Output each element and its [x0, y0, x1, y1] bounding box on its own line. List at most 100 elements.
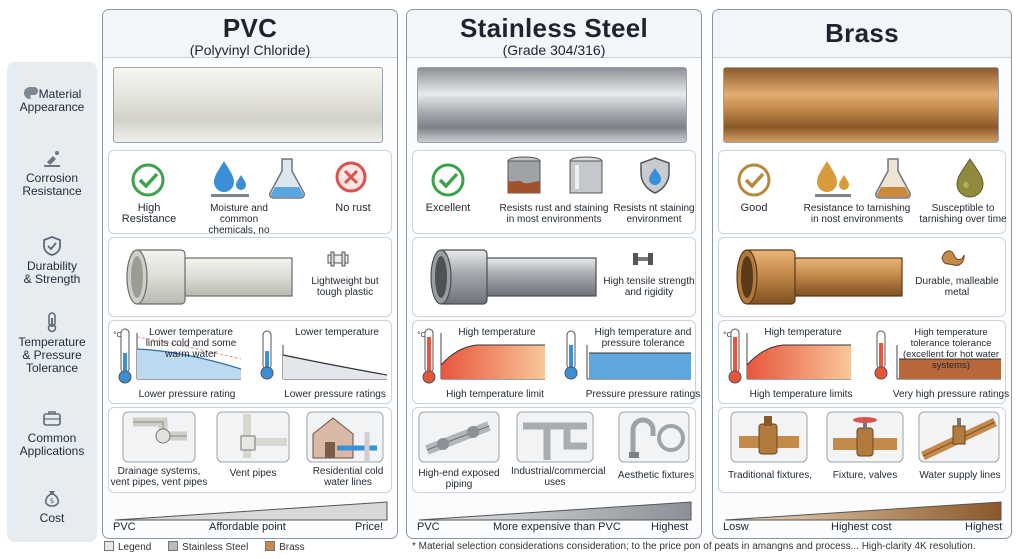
temperature-chart-2	[564, 330, 691, 380]
durability-panel: High tensile strength and rigidity	[412, 237, 696, 317]
durability-caption: Durable, malleable metal	[915, 276, 999, 298]
legend-item-pvc: Legend	[104, 541, 152, 553]
column-subtitle: (Grade 304/316)	[502, 42, 606, 58]
cost-wedge	[418, 501, 692, 521]
temperature-panel: °C Lower temperature limits cold and som…	[108, 320, 392, 404]
temp-chart-1-title: High temperature	[458, 327, 536, 338]
steel-appearance-swatch	[417, 67, 687, 143]
column-title: PVC	[222, 13, 278, 43]
svg-text:$: $	[50, 497, 54, 505]
applications-panel: Traditional fixtures, Fixture, valves Wa…	[718, 407, 1006, 493]
temp-chart-1-caption: High temperature limit	[446, 389, 544, 400]
shield-icon	[43, 236, 61, 256]
corrosion-caption-2: Resists rust and staining in most enviro…	[499, 203, 609, 225]
applications-panel: High-end exposed piping Industrial/comme…	[412, 407, 696, 493]
brass-appearance-swatch	[723, 67, 999, 143]
pvc-pipe-illustration	[126, 249, 293, 305]
pvc-swatch	[104, 541, 114, 551]
corrosion-panel: Good Resistance to tarnishing in nost en…	[718, 150, 1007, 234]
column-header: Stainless Steel (Grade 304/316)	[407, 10, 701, 58]
temp-chart-1-caption: High temperature limits	[749, 389, 853, 400]
cost-right-label: Highest	[965, 521, 1003, 533]
temp-chart-1-title: Lower temperature limits cold and some w…	[145, 327, 237, 360]
legend-item-brass: Brass	[265, 541, 305, 553]
temp-chart-1-caption: Lower pressure rating	[138, 389, 236, 400]
footnote: * Material selection considerations cons…	[412, 541, 976, 552]
vent-pipe-icon	[216, 411, 290, 463]
applications-panel: Drainage systems, vent pipes, vent pipes…	[108, 407, 392, 493]
column-title: Brass	[825, 18, 899, 48]
amber-drops-icon	[815, 161, 851, 197]
column-brass: Brass Good Resistance to tarnishing in n…	[712, 9, 1012, 539]
brass-pipe-illustration	[736, 249, 903, 305]
cost-right-label: Highest	[651, 521, 689, 533]
valve-icon	[826, 411, 904, 463]
temperature-panel: °C High temperature High temperature lim…	[412, 320, 700, 404]
temp-chart-2-caption: Lower pressure ratings	[284, 389, 386, 400]
row-label-corrosion: Corrosion Resistance	[7, 148, 97, 198]
temp-chart-2-title: Lower temperature	[295, 327, 379, 338]
application-caption-2: Vent pipes	[229, 468, 277, 479]
row-label-appearance: Material Appearance	[19, 87, 85, 114]
house-plumbing-icon	[306, 411, 384, 463]
check-circle-icon	[131, 163, 165, 197]
steel-swatch	[168, 541, 179, 551]
application-caption-3: Aesthetic fixtures	[617, 470, 695, 481]
shield-drop-icon	[640, 157, 670, 194]
corrosion-panel: Excellent Resists rust and staining in m…	[412, 150, 696, 234]
corrosion-caption-2: Resistance to tarnishing in nost environ…	[803, 203, 911, 225]
thermometer-icon	[47, 312, 57, 333]
check-circle-icon	[431, 163, 465, 197]
temp-chart-2-caption: Pressure pressure ratings	[585, 389, 701, 400]
water-supply-pipe-icon	[918, 411, 1000, 463]
durability-panel: Durable, malleable metal	[718, 237, 1006, 317]
corrosion-caption-1: Excellent	[425, 202, 471, 214]
drops-icon	[44, 151, 60, 167]
cost-wedge	[114, 501, 388, 521]
row-label-cost: $ Cost	[7, 488, 97, 525]
column-stainless-steel: Stainless Steel (Grade 304/316) Excellen…	[406, 9, 702, 539]
palette-icon	[23, 87, 38, 99]
temperature-chart-1: °C	[113, 328, 242, 384]
svg-text:°C: °C	[723, 331, 732, 339]
legend-label: Legend	[118, 542, 152, 553]
malleable-metal-icon	[941, 250, 965, 266]
column-pvc: PVC (Polyvinyl Chloride) High Resistance…	[102, 9, 398, 539]
temperature-chart-2	[874, 330, 1001, 380]
svg-text:°C: °C	[417, 331, 426, 339]
column-header: PVC (Polyvinyl Chloride)	[103, 10, 397, 58]
application-caption-1: High-end exposed piping	[418, 468, 500, 490]
cost-mid-label: Highest cost	[831, 521, 892, 533]
briefcase-icon	[43, 411, 61, 426]
temperature-chart-1: °C	[417, 328, 545, 384]
pvc-appearance-swatch	[113, 67, 383, 143]
money-bag-icon: $	[44, 491, 60, 507]
durability-panel: Lightweight but tough plastic	[108, 237, 392, 317]
dumbbell-icon	[633, 253, 653, 265]
industrial-piping-icon	[516, 411, 594, 463]
cost-left-label: PVC	[417, 521, 440, 533]
corrosion-caption-1: Good	[740, 202, 768, 214]
rusty-cylinder-icon	[507, 156, 541, 194]
svg-text:°C: °C	[113, 331, 122, 339]
column-title: Stainless Steel	[459, 13, 649, 43]
corrosion-caption-3: Susceptible to tarnishing over time	[919, 203, 1007, 225]
legend-label: Stainless Steel	[182, 542, 249, 553]
row-label-temperature: Temperature & Pressure Tolerance	[7, 312, 97, 375]
brass-swatch	[265, 541, 276, 551]
temperature-chart-1: °C	[723, 328, 851, 384]
brass-fittings-icon	[730, 411, 808, 463]
drainage-pipe-icon	[122, 411, 196, 463]
exposed-piping-icon	[418, 411, 500, 463]
cost-mid-label: Affordable point	[209, 521, 286, 533]
application-caption-1: Drainage systems, vent pipes, vent pipes	[110, 466, 208, 488]
durability-caption: Lightweight but tough plastic	[311, 276, 379, 298]
temperature-panel: °C High temperature High temperature lim…	[718, 320, 1009, 404]
clean-cylinder-icon	[569, 156, 603, 194]
application-caption-1: Traditional fixtures,	[727, 470, 813, 481]
temp-chart-1-title: High temperature	[764, 327, 842, 338]
check-circle-icon	[737, 163, 771, 197]
temp-chart-2-title: High temperature and pressure tolerance	[594, 327, 692, 349]
durability-caption: High tensile strength and rigidity	[603, 276, 695, 298]
flask-icon	[875, 158, 911, 199]
